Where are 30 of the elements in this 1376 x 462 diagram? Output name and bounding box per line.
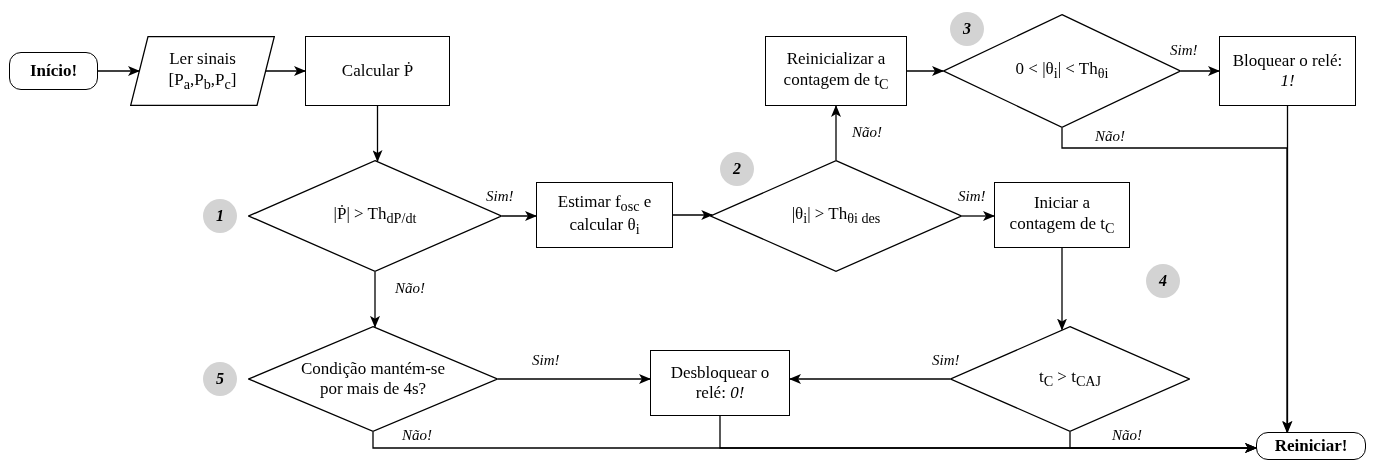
arrow: [831, 105, 841, 161]
arrow: [97, 66, 140, 76]
arrow: [906, 66, 944, 76]
process-box: Iniciar a contagem de t$_{C}$: [994, 182, 1130, 248]
arrow: [501, 211, 537, 221]
process-box: Estimar f$_{osc}$ e calcular θ$_{i}$: [536, 182, 673, 248]
terminal-box: Reiniciar!: [1256, 432, 1366, 460]
arrow: [1061, 127, 1292, 433]
arrow: [1180, 66, 1220, 76]
terminal-box: Início!: [9, 52, 98, 90]
arrow: [265, 66, 306, 76]
arrow: [1057, 247, 1067, 331]
callout-number: 1: [203, 199, 237, 233]
callout-number: 2: [720, 152, 754, 186]
arrow: [789, 374, 951, 384]
arrow: [719, 415, 1257, 453]
arrow: [1282, 105, 1293, 433]
arrow: [961, 211, 995, 221]
callout-number: 5: [203, 362, 237, 396]
arrow: [370, 271, 380, 328]
arrow: [672, 210, 714, 220]
process-box: Desbloquear o relé: 0!: [650, 350, 790, 416]
arrow: [372, 105, 383, 163]
arrow: [497, 374, 651, 384]
process-box: Reinicializar a contagem de t$_{C}$: [765, 36, 907, 106]
callout-number: 4: [1146, 264, 1180, 298]
input-parallelogram: Ler sinais [P$_{a}$,P$_{b}$,P$_{c}$]: [130, 36, 275, 106]
process-box: Bloquear o relé: 1!: [1219, 36, 1356, 106]
callout-number: 3: [950, 12, 984, 46]
process-box: Calcular Ṗ: [305, 36, 450, 106]
